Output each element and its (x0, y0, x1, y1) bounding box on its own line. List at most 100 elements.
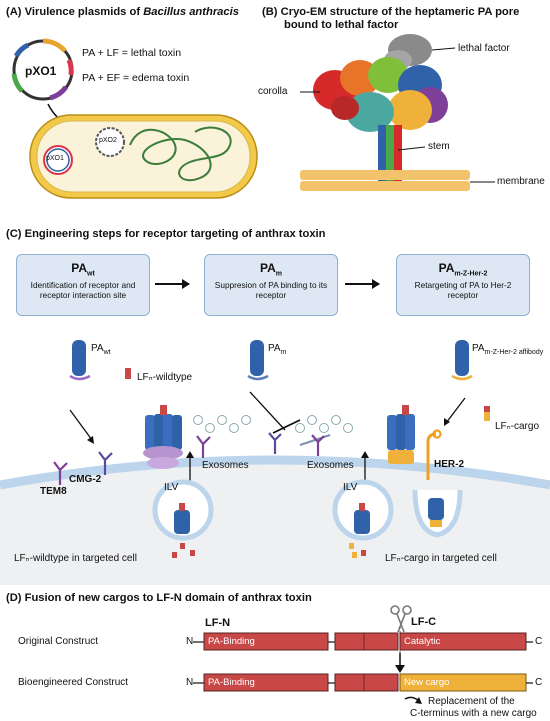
row1-n-terminus: N (186, 636, 194, 647)
ilv-right-pore (354, 510, 370, 534)
exosome-bubble (217, 415, 227, 425)
inner-pxo1-ring-inner (46, 148, 70, 172)
exosome-bubble (331, 415, 341, 425)
block-bar (272, 419, 301, 434)
leader-stem (397, 146, 426, 151)
pore-left-strand-3 (163, 414, 173, 450)
pit-pore (428, 498, 444, 520)
exosome-bubble (205, 423, 215, 433)
label-exosomes-right: Exosomes (307, 460, 354, 471)
exosome-bubble (307, 415, 317, 425)
cell-membrane (0, 455, 550, 490)
cryo-em-structure (300, 34, 495, 191)
released-lfn-cargo (352, 552, 357, 558)
label-lethal-factor: lethal factor (458, 43, 510, 54)
pore-left-receptors-2 (147, 457, 179, 469)
plasmid-label: pXO1 (25, 64, 57, 78)
panel-b-title-line1: (B) Cryo-EM structure of the heptameric … (262, 6, 520, 18)
released-lfn-cargo (361, 550, 366, 556)
receptor-mid-1 (196, 435, 211, 458)
corolla-green (368, 57, 408, 93)
step-box-m: PAm Suppresion of PA binding to its rece… (204, 254, 338, 316)
arrow-pa-affibody (445, 397, 466, 424)
row1-middle-domain (334, 632, 399, 651)
label-pa-wt: PAwt (91, 343, 111, 356)
panel-c-title: (C) Engineering steps for receptor targe… (6, 228, 326, 240)
panel-a-illustration (11, 38, 258, 199)
pore-left-lfn (160, 405, 167, 415)
membrane-upper (300, 170, 470, 180)
free-pa-affibody (455, 340, 469, 376)
stem-blue-strand (378, 125, 386, 185)
blocked-arrow-pa-m (249, 391, 286, 431)
note-line2: C-terminus with a new cargo (410, 708, 537, 719)
label-ilv-right: ILV (343, 482, 358, 493)
released-lfn (190, 550, 195, 556)
step-her2-title: PAm-Z-Her-2 (438, 261, 488, 278)
released-lfn (180, 543, 185, 549)
panel-d-title: (D) Fusion of new cargos to LF-N domain … (6, 592, 312, 604)
receptor-mid-3 (311, 434, 325, 456)
free-pa-m (250, 340, 264, 376)
stem-red-strand (394, 125, 402, 185)
row2-new-cargo-label: New cargo (404, 677, 450, 688)
row2-pa-binding-label: PA-Binding (208, 677, 255, 688)
ilv-right-lfn (359, 503, 365, 511)
pore-right-lfn (402, 405, 409, 415)
plasmid-gene-purple (49, 85, 69, 101)
label-cell-right: LFₙ-cargo in targeted cell (385, 553, 497, 564)
row1-label: Original Construct (18, 636, 99, 647)
lethal-toxin-equation: PA + LF = lethal toxin (82, 47, 182, 59)
inner-pxo2-ring (95, 127, 125, 157)
pore-right-strand-3 (405, 414, 415, 450)
exosome-bubble (295, 423, 305, 433)
row2-n-terminus: N (186, 677, 194, 688)
exosome-bubble (241, 415, 251, 425)
edema-toxin-equation: PA + EF = edema toxin (82, 72, 190, 84)
arrowhead-pa-wt (87, 436, 94, 444)
chromosome (129, 126, 232, 181)
step-m-desc: Suppresion of PA binding to its receptor (214, 280, 328, 301)
inner-pxo2-label: pXO2 (99, 137, 117, 144)
pore-right-strand-1 (387, 415, 397, 450)
exosome-bubble (343, 423, 353, 433)
leader-lethal-factor (431, 47, 456, 51)
plasmid-gene-green (11, 73, 24, 93)
released-lfn (172, 552, 177, 558)
cell-illustration (0, 340, 550, 585)
free-lfn-cargo-bottom (484, 412, 490, 421)
free-lfn-wt (125, 368, 131, 379)
label-cmg2: CMG-2 (69, 474, 102, 485)
corolla-teal (346, 92, 394, 132)
free-pa-m-domain (247, 374, 269, 381)
construct-diagram (193, 605, 533, 704)
tem8-receptor (53, 461, 68, 485)
pit-affibody (430, 520, 442, 527)
corolla-yellow (388, 90, 432, 130)
released-lfn-cargo (349, 543, 354, 549)
label-lfn-wildtype: LFₙ-wildtype (137, 372, 193, 383)
row2-label: Bioengineered Construct (18, 677, 129, 688)
plasmid-gene-orange (42, 38, 67, 53)
label-stem: stem (428, 141, 450, 152)
exosome-bubble (193, 415, 203, 425)
label-lf-c: LF-C (411, 616, 437, 628)
step-arrow-1 (155, 279, 190, 289)
label-exosomes-left: Exosomes (202, 460, 249, 471)
receptor-mid-2 (268, 432, 282, 454)
ilv-left-pore (174, 510, 190, 534)
pore-right-strand-2 (396, 414, 406, 450)
row1-c-terminus: C (535, 636, 543, 647)
label-lf-n: LF-N (205, 617, 231, 629)
pore-left-strand-1 (145, 415, 155, 450)
step-arrow-2 (345, 279, 380, 289)
label-tem8: TEM8 (40, 486, 67, 497)
step-her2-desc: Retargeting of PA to Her-2 receptor (414, 280, 512, 301)
note-line1: Replacement of the (428, 696, 515, 707)
inner-pxo1-ring (43, 145, 73, 175)
step-m-title: PAm (259, 261, 282, 278)
ilv-left-lfn (179, 503, 185, 511)
note-arrowhead (415, 697, 422, 704)
label-lfn-cargo: LFₙ-cargo (495, 421, 539, 432)
